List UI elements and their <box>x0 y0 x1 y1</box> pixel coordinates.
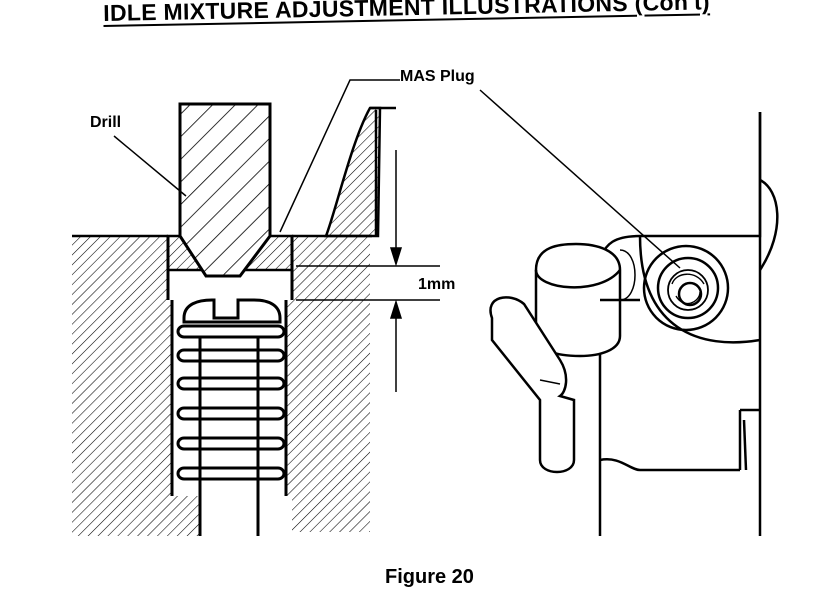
mas-plug-label: MAS Plug <box>400 68 475 85</box>
housing-left <box>72 236 200 536</box>
gap-dimension <box>296 150 440 392</box>
mas-plug-leader-right <box>479 89 681 269</box>
vacuum-tube <box>489 296 576 474</box>
drill-label: Drill <box>90 114 122 131</box>
figure-caption: Figure 20 <box>385 566 474 588</box>
drill-leader <box>113 135 187 197</box>
gap-label: 1mm <box>418 276 456 293</box>
cross-section-view <box>72 79 440 536</box>
mas-plug-exterior <box>642 244 730 332</box>
mas-plug-leader-left <box>279 79 400 233</box>
exterior-view <box>479 89 779 536</box>
housing-right <box>286 236 370 532</box>
housing-boss <box>324 106 382 238</box>
adjusting-screw-head <box>182 298 282 324</box>
spring <box>176 324 286 496</box>
